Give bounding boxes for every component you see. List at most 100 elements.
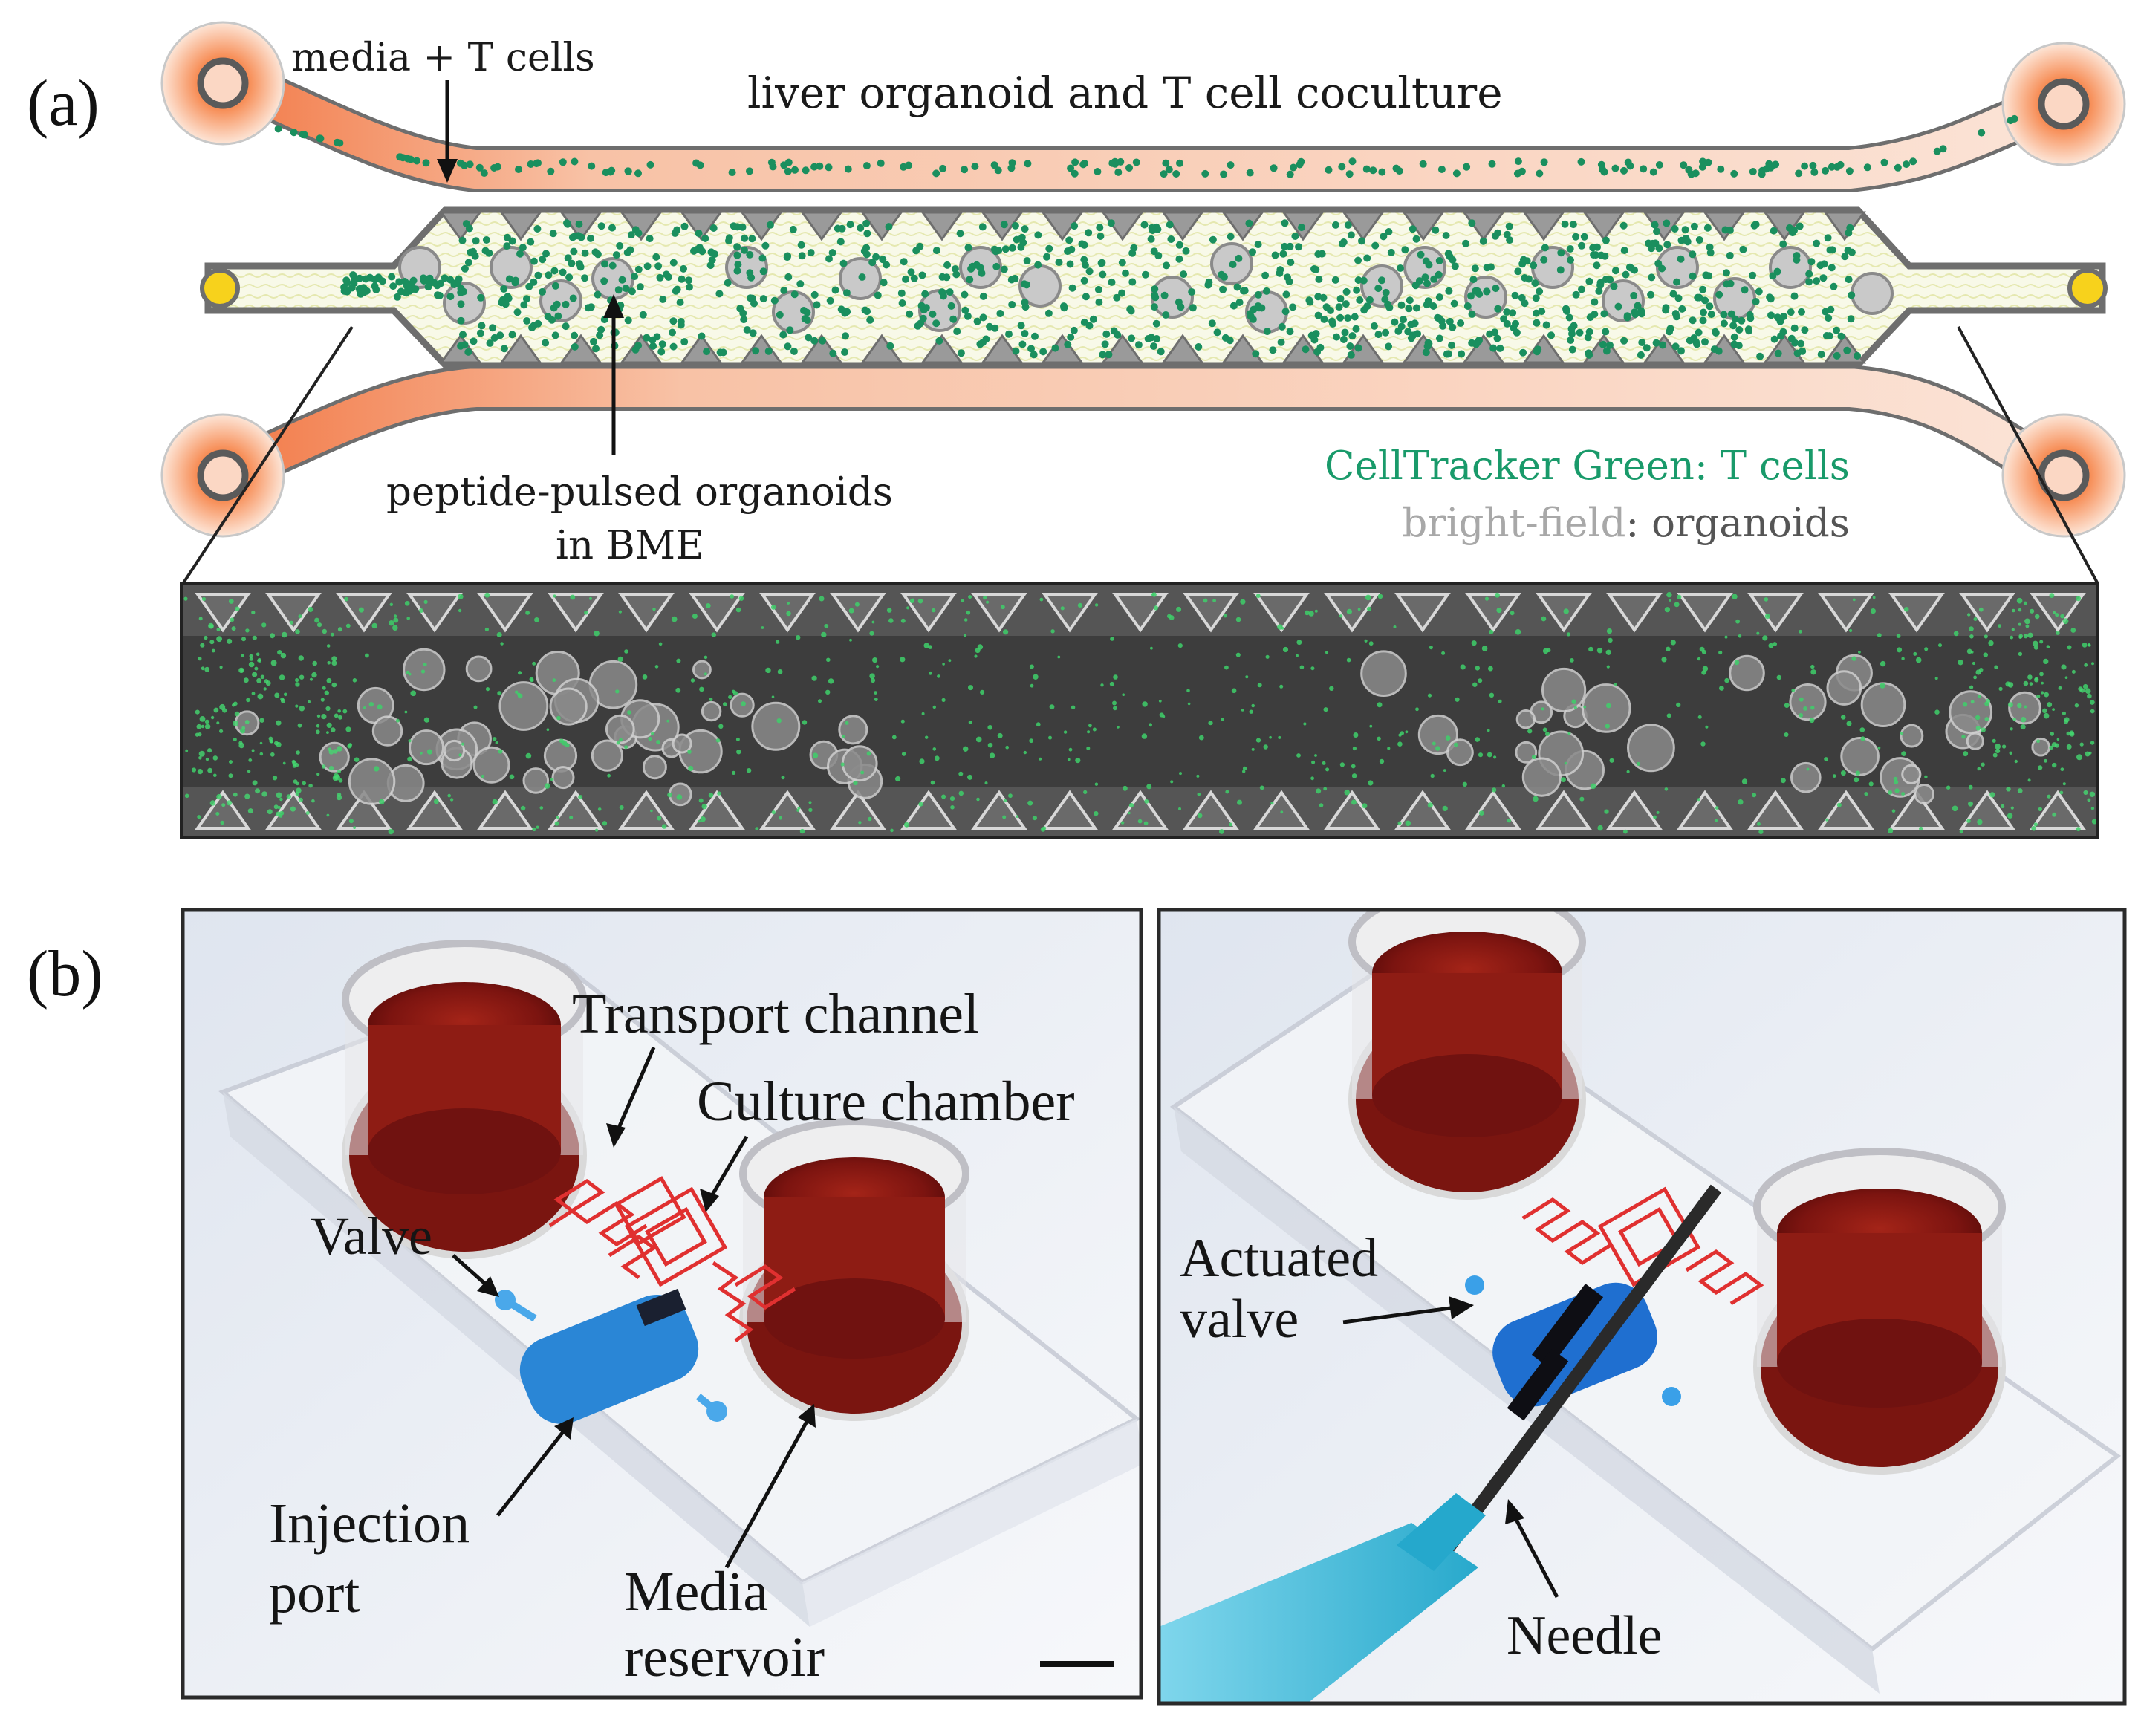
t-cell [829, 349, 837, 357]
mic-t-cell [1397, 741, 1403, 747]
mic-t-cell [1719, 686, 1724, 691]
mic-t-cell-dense [2010, 727, 2013, 731]
mic-t-cell [1387, 747, 1391, 750]
t-cell [695, 230, 703, 238]
mic-t-cell [948, 659, 952, 663]
mic-t-cell [824, 624, 829, 628]
t-cell [587, 234, 594, 242]
t-cell-media [1348, 157, 1357, 166]
mic-t-cell [1241, 709, 1244, 712]
t-cell-media [1626, 162, 1634, 170]
mic-t-cell [966, 610, 971, 615]
mic-t-cell [377, 704, 383, 710]
mic-organoid [443, 739, 466, 762]
t-cell [1673, 278, 1680, 286]
mic-t-cell [1809, 718, 1815, 724]
t-cell-media [810, 163, 819, 171]
mic-t-cell [1245, 675, 1249, 679]
t-cell-gel [378, 277, 386, 285]
mic-t-cell [1092, 727, 1097, 732]
t-cell [1805, 270, 1813, 278]
t-cell [1166, 221, 1174, 229]
mic-t-cell [1305, 610, 1310, 616]
mic-t-cell-dense [2027, 632, 2033, 638]
mic-t-cell [497, 691, 502, 696]
mic-t-cell-dense [2011, 628, 2015, 631]
pillar-top [1522, 211, 1565, 241]
t-cell-gel [389, 282, 397, 290]
t-cell [1458, 350, 1466, 358]
mic-organoid [1789, 683, 1827, 721]
mic-t-cell [1810, 664, 1815, 669]
t-cell [1830, 282, 1838, 290]
mic-t-cell [1128, 811, 1131, 815]
mic-t-cell [570, 594, 576, 600]
t-cell [961, 306, 969, 314]
t-cell [520, 301, 528, 309]
mic-t-cell [1670, 640, 1676, 646]
t-cell [534, 271, 542, 279]
mic-t-cell-dense [2036, 694, 2041, 699]
mic-t-cell [1969, 626, 1974, 631]
mic-t-cell-dense [2012, 718, 2016, 721]
mic-t-cell [1570, 658, 1574, 663]
media-ports [160, 21, 2126, 538]
mic-t-cell [661, 824, 667, 829]
mic-t-cell [1962, 702, 1968, 707]
mic-t-cell-dense [2062, 711, 2066, 716]
mic-t-cell [348, 743, 353, 747]
t-cell [496, 331, 504, 339]
t-cell-media [1978, 129, 1986, 137]
mic-t-cell-dense [2018, 651, 2023, 657]
mic-pillar-bottom [1465, 790, 1521, 830]
t-cell [1749, 271, 1757, 279]
t-cell-media [1704, 158, 1712, 166]
valve-arrow [452, 1254, 499, 1297]
mic-t-cell [204, 719, 209, 724]
mic-organoid [672, 733, 692, 754]
mic-t-cell-dense [290, 806, 296, 812]
t-cell [1140, 221, 1149, 229]
mic-t-cell-dense [316, 622, 322, 628]
t-cell [1310, 265, 1318, 273]
t-cell [880, 279, 888, 287]
t-cell [1415, 277, 1423, 285]
t-cell [1542, 321, 1550, 329]
mic-t-cell [1427, 693, 1432, 698]
t-cell [1674, 294, 1683, 302]
syringe [1159, 1493, 1486, 1703]
mic-t-cell-dense [327, 661, 331, 665]
t-cell [698, 332, 706, 340]
t-cell [1604, 275, 1612, 283]
mic-t-cell-dense [233, 720, 238, 726]
mic-t-cell [565, 743, 570, 748]
mic-pillar-top [336, 593, 392, 633]
mic-t-cell [1353, 732, 1359, 738]
mic-t-cell [709, 698, 713, 701]
mic-t-cell [1478, 678, 1483, 683]
mic-t-cell [2082, 642, 2088, 648]
mic-t-cell [272, 776, 278, 781]
mic-t-cell [1531, 755, 1536, 760]
t-cell [1677, 347, 1685, 355]
pillar-top [800, 211, 843, 241]
t-cell [1817, 351, 1825, 358]
mic-t-cell [1762, 635, 1768, 641]
mic-t-cell [1697, 798, 1700, 802]
t-cell [825, 255, 833, 263]
t-cell [1384, 300, 1392, 308]
t-cell [1521, 274, 1529, 282]
t-cell [624, 316, 632, 325]
mic-t-cell [888, 618, 894, 623]
mic-t-cell [900, 719, 905, 724]
mic-t-cell [326, 722, 332, 729]
mic-t-cell [1493, 755, 1497, 759]
t-cell [680, 222, 689, 230]
mic-t-cell [931, 608, 936, 613]
t-cell-media [1227, 161, 1235, 169]
t-cell-gel [441, 274, 449, 282]
legend-bf-suffix: : organoids [1625, 501, 1850, 546]
t-cell [801, 315, 809, 323]
mic-t-cell [1546, 648, 1551, 653]
mic-t-cell [819, 596, 825, 602]
